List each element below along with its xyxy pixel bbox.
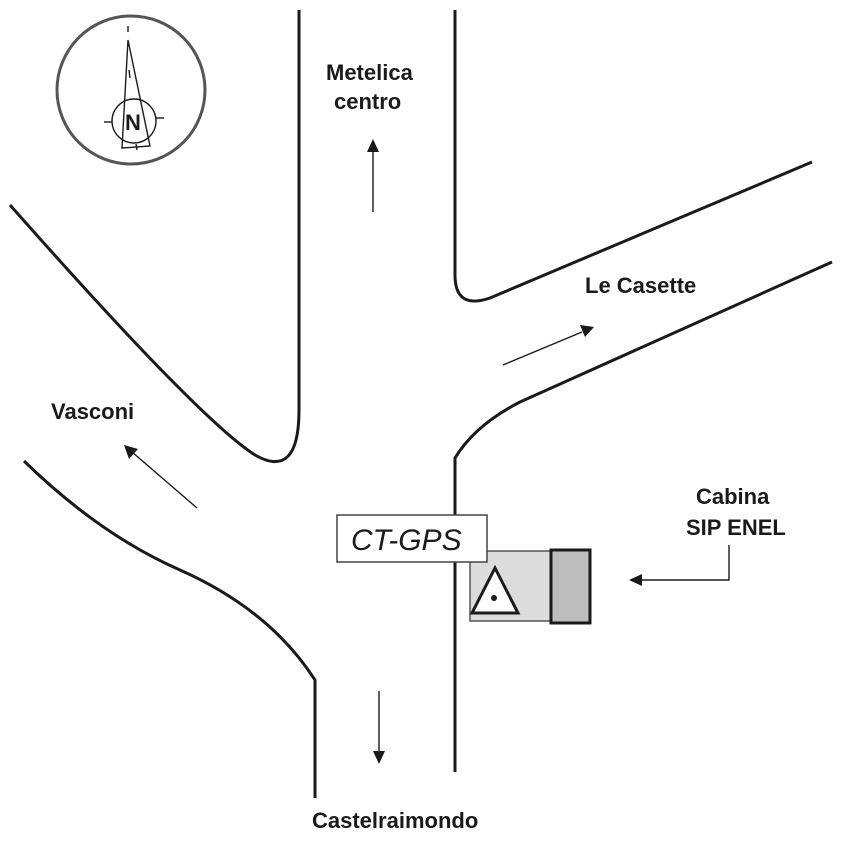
road-edge-east-south: [453, 260, 833, 772]
label-sip-enel: SIP ENEL: [686, 515, 786, 540]
road-edge-north-east: [453, 10, 813, 303]
arrow-to-castelraimondo: [373, 691, 385, 764]
label-centro: centro: [334, 89, 401, 114]
cabina-building: [549, 548, 592, 625]
arrow-to-le-casette: [502, 325, 594, 366]
place-labels: Metelica centro Le Casette Vasconi Caste…: [51, 60, 786, 833]
roads: [8, 10, 833, 798]
road-edge-north-west: [8, 10, 301, 464]
label-vasconi: Vasconi: [51, 399, 134, 424]
station-site: CT-GPS: [336, 514, 592, 625]
direction-arrows: [124, 139, 730, 764]
gps-benchmark-triangle-icon: [469, 564, 521, 615]
label-metelica: Metelica: [326, 60, 414, 85]
arrow-to-vasconi: [124, 445, 198, 509]
compass-tick-south: [135, 143, 138, 151]
arrow-cabina: [629, 545, 730, 586]
compass-ring: [55, 14, 207, 166]
compass-tick-inner: [128, 69, 131, 79]
station-label: CT-GPS: [351, 524, 462, 557]
label-cabina: Cabina: [696, 484, 770, 509]
station-label-box: [336, 514, 488, 563]
label-castelraimondo: Castelraimondo: [312, 808, 478, 833]
compass: N: [55, 14, 207, 166]
compass-north-label: N: [125, 110, 141, 135]
label-le-casette: Le Casette: [585, 273, 696, 298]
road-edge-west-south: [22, 459, 317, 798]
arrow-to-metelica: [367, 139, 379, 212]
compass-inner-ring: [111, 98, 157, 144]
